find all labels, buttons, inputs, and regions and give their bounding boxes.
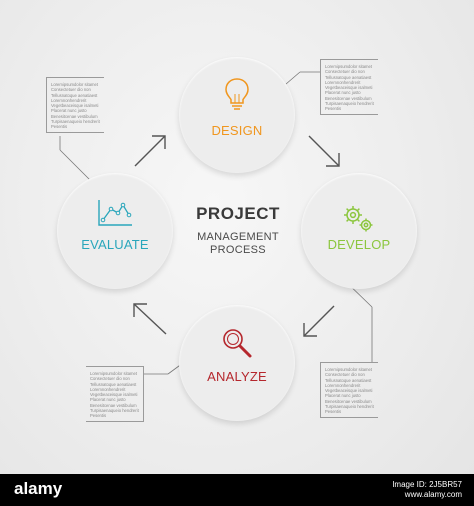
note-line: Loremnonhendrerit	[325, 382, 361, 388]
note-line: Loremnonhendrerit	[90, 386, 126, 392]
note-line: Turpisaenaqueio hendrerit	[90, 408, 139, 414]
note-line: Vegetbeaceisque isalmeti	[51, 103, 99, 109]
site-url: www.alamy.com	[404, 490, 462, 499]
note-line: Vegetbeaceisque isalmeti	[90, 392, 138, 398]
image-id-block: Image ID: 2J5BR57 www.alamy.com	[392, 480, 462, 500]
note-line: Consectetuer dio non	[325, 372, 365, 378]
note-line: Turpisaenaqueio hendrerit	[325, 404, 374, 410]
note-develop: Loremipsumdolor sitamet Consectetuer dio…	[320, 362, 378, 418]
center-subtitle-line1: MANAGEMENT	[197, 231, 279, 243]
note-line: Loremipsumdolor sitamet	[51, 82, 99, 87]
note-line: Placerat nunc justo	[325, 90, 361, 96]
gears-icon	[344, 206, 373, 232]
note-line: Consectetuer dio non	[325, 69, 365, 75]
note-line: Vegetbeaceisque isalmeti	[325, 388, 373, 394]
note-line: Tellusnatoque aenatiaest	[325, 377, 372, 383]
note-line: Benesitcenae vestibulum	[90, 402, 137, 408]
note-line: Pesentis	[325, 106, 342, 112]
note-line: Placerat nunc justo	[90, 397, 126, 403]
lightbulb-icon	[225, 78, 249, 110]
note-line: Turpisaenaqueio hendrerit	[51, 119, 100, 125]
arrow-design-to-develop	[308, 135, 340, 167]
note-line: Loremipsumdolor sitamet	[90, 371, 138, 376]
note-line: Pesentis	[51, 124, 68, 130]
step-develop: DEVELOP	[301, 173, 417, 289]
arrow-evaluate-to-design	[134, 135, 166, 167]
alamy-logo: alamy	[14, 479, 63, 498]
step-label-evaluate: EVALUATE	[81, 237, 149, 252]
note-design: Loremipsumdolor sitamet Consectetuer dio…	[320, 59, 378, 115]
note-line: Turpisaenaqueio hendrerit	[325, 101, 374, 107]
magnifier-icon	[223, 329, 252, 358]
note-line: Placerat nunc justo	[51, 108, 87, 114]
note-line: Consectetuer dio non	[51, 87, 91, 93]
step-design: DESIGN	[179, 57, 295, 173]
note-line: Loremnonhendrerit	[325, 79, 361, 85]
step-label-analyze: ANALYZE	[207, 369, 267, 384]
step-label-develop: DEVELOP	[327, 237, 391, 252]
center-title: PROJECT	[196, 204, 280, 223]
note-line: Tellusnatoque aenatiaest	[325, 74, 372, 80]
step-label-design: DESIGN	[211, 123, 263, 138]
note-analyze: Loremipsumdolor sitamet Consectetuer dio…	[86, 366, 144, 422]
note-line: Benesitcenae vestibulum	[325, 95, 372, 101]
note-line: Placerat nunc justo	[325, 393, 361, 399]
center-subtitle-line2: PROCESS	[210, 244, 266, 256]
note-line: Benesitcenae vestibulum	[325, 398, 372, 404]
note-line: Pesentis	[325, 409, 342, 415]
note-line: Tellusnatoque aenatiaest	[51, 92, 98, 98]
image-id: Image ID: 2J5BR57	[392, 480, 462, 489]
step-analyze: ANALYZE	[179, 305, 295, 421]
note-line: Tellusnatoque aenatiaest	[90, 381, 137, 387]
arrow-analyze-to-evaluate	[133, 303, 167, 335]
note-line: Loremipsumdolor sitamet	[325, 64, 373, 69]
line-chart-icon	[98, 200, 132, 226]
footer-bar: alamy Image ID: 2J5BR57 www.alamy.com	[0, 474, 474, 506]
note-line: Pesentis	[90, 413, 107, 419]
arrow-develop-to-analyze	[303, 305, 335, 337]
note-line: Consectetuer dio non	[90, 376, 130, 382]
step-evaluate: EVALUATE	[57, 173, 173, 289]
note-evaluate: Loremipsumdolor sitamet Consectetuer dio…	[46, 77, 104, 133]
note-line: Loremipsumdolor sitamet	[325, 367, 373, 372]
note-line: Loremnonhendrerit	[51, 97, 87, 103]
note-line: Benesitcenae vestibulum	[51, 113, 98, 119]
note-line: Vegetbeaceisque isalmeti	[325, 85, 373, 91]
